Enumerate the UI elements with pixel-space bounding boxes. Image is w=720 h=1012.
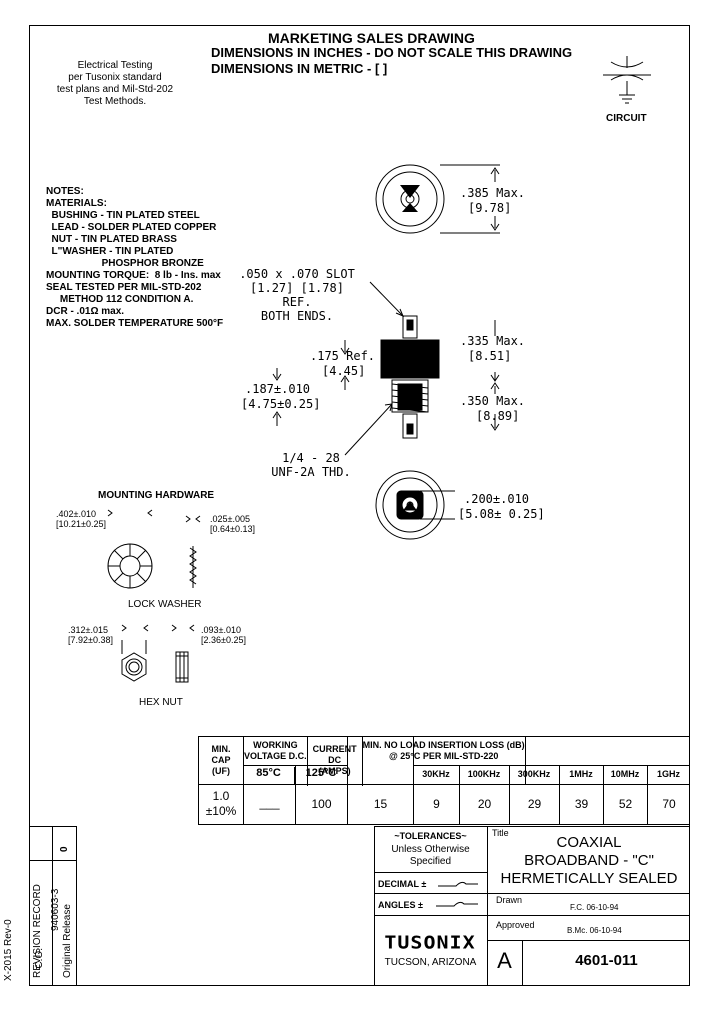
capacitor-side-view — [380, 315, 440, 439]
bushing-bottom-view — [375, 470, 445, 540]
drawing-size: A — [497, 948, 512, 973]
form-number: X-2015 Rev-0 — [3, 919, 14, 981]
dim-187: .187±.010 — [245, 382, 311, 396]
slot-note: .050 x .070 SLOT[1.27] [1.78] REF.BOTH E… — [239, 267, 355, 323]
dim-175: .175 Ref. — [310, 349, 376, 363]
dimensions-metric-note: DIMENSIONS IN METRIC - [ ] — [211, 61, 388, 76]
dim-350-metric: [8.89] — [476, 409, 520, 423]
circuit-label: CIRCUIT — [606, 113, 647, 124]
hex-nut-drawing — [121, 651, 189, 683]
freq-30khz: 30KHz — [422, 769, 450, 779]
dim-200-metric: [5.08± 0.25] — [458, 507, 545, 521]
min-cap-header: MIN.CAP(UF) — [198, 736, 244, 785]
tolerances-title: ~TOLERANCES~ — [394, 831, 467, 841]
revision-number: 0 — [59, 846, 70, 852]
temp-125: 125°C — [305, 767, 337, 779]
voltage-125-value: 100 — [311, 797, 332, 811]
co-number: 940603-3 — [50, 888, 61, 931]
title-label: Title — [492, 828, 509, 838]
lock-washer-label: LOCK WASHER — [128, 599, 202, 610]
tb-line-5 — [487, 915, 690, 916]
tb-line-1 — [374, 872, 487, 873]
drawing-frame — [29, 25, 690, 986]
dimensions-inches-note: DIMENSIONS IN INCHES - DO NOT SCALE THIS… — [211, 45, 573, 60]
tb-line-6 — [487, 940, 690, 941]
part-number: 4601-011 — [575, 952, 638, 969]
loss-30khz: 9 — [433, 797, 440, 811]
revision-divider-h — [29, 860, 77, 861]
specified-label: Specified — [409, 856, 452, 867]
revision-record — [29, 826, 77, 986]
dim-200: .200±.010 — [464, 492, 530, 506]
freq-1ghz: 1GHz — [656, 769, 680, 779]
freq-1mhz: 1MHz — [569, 769, 593, 779]
unless-otherwise: Unless Otherwise — [391, 844, 470, 855]
dim-385: .385 Max. — [460, 186, 526, 200]
loss-1mhz: 39 — [574, 797, 589, 811]
decimal-label: DECIMAL ± — [378, 879, 427, 889]
approved-value: B.Mc. 06-10-94 — [567, 926, 622, 935]
co-label: C.O. — [34, 948, 45, 969]
angles-label: ANGLES ± — [378, 900, 423, 910]
notes-block: NOTES:MATERIALS: BUSHING - TIN PLATED ST… — [46, 186, 224, 329]
lock-washer-drawing — [107, 543, 197, 589]
current-value: 15 — [373, 797, 388, 811]
dim-350: .350 Max. — [460, 394, 526, 408]
washer-dim-025: .025±.005[0.64±0.13] — [210, 514, 255, 534]
washer-dim-402: .402±.010[10.21±0.25] — [56, 509, 106, 529]
mounting-hardware-title: MOUNTING HARDWARE — [98, 490, 215, 501]
tusonix-logo: TUSONIX — [384, 931, 476, 953]
dim-187-metric: [4.75±0.25] — [241, 397, 321, 411]
tb-line-3 — [374, 915, 487, 916]
nut-dim-312: .312±.015[7.92±0.38] — [68, 625, 113, 645]
drawn-value: F.C. 06-10-94 — [570, 903, 619, 912]
loss-10mhz: 52 — [618, 797, 633, 811]
temp-85: 85°C — [243, 767, 295, 784]
dim-175-metric: [4.45] — [322, 364, 366, 378]
drawing-title: MARKETING SALES DRAWING — [268, 30, 475, 46]
tb-line-7 — [522, 940, 523, 986]
nut-dim-093: .093±.010[2.36±0.25] — [201, 625, 246, 645]
loss-300khz: 29 — [527, 797, 542, 811]
cap-value: 1.0±10% — [205, 789, 237, 818]
approved-label: Approved — [496, 920, 535, 930]
dim-335: .335 Max. — [460, 334, 526, 348]
title-block — [374, 826, 690, 986]
original-release-label: Original Release — [62, 904, 73, 978]
location-label: TUCSON, ARIZONA — [384, 957, 477, 968]
voltage-85-value: ___ — [259, 796, 280, 810]
tb-line-2 — [374, 893, 487, 894]
dim-385-metric: [9.78] — [468, 201, 512, 215]
title-block-divider — [487, 826, 488, 986]
capacitor-icon — [603, 56, 651, 104]
freq-10mhz: 10MHz — [610, 769, 640, 779]
bushing-top-view — [375, 164, 445, 234]
hex-nut-label: HEX NUT — [139, 697, 183, 708]
loss-1ghz: 70 — [662, 797, 676, 811]
revision-divider — [52, 826, 53, 986]
drawn-label: Drawn — [496, 895, 523, 905]
dim-335-metric: [8.51] — [468, 349, 512, 363]
frequency-row: 30KHz 100KHz 300KHz 1MHz 10MHz 1GHz — [413, 769, 690, 783]
freq-100khz: 100KHz — [467, 769, 501, 779]
freq-300khz: 300KHz — [517, 769, 551, 779]
loss-100khz: 20 — [477, 797, 492, 811]
tb-line-4 — [487, 893, 690, 894]
